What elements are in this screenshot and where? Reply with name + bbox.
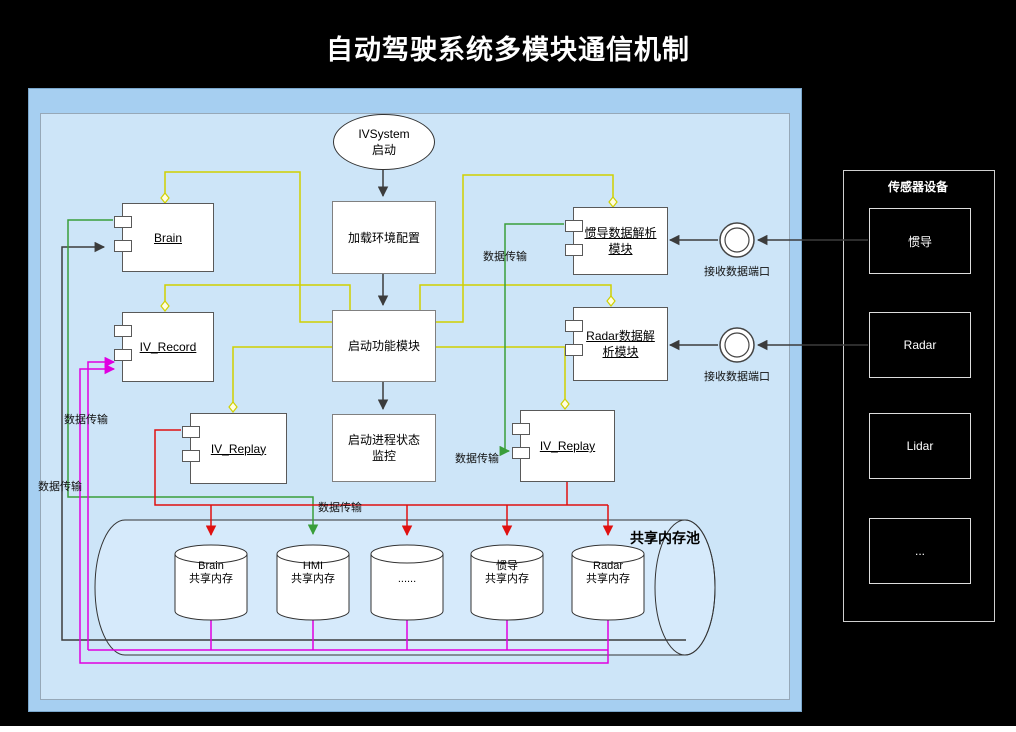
start-node: IVSystem 启动 — [333, 114, 435, 170]
component-tab-icon — [114, 240, 132, 252]
sensor-ins-label: 惯导 — [907, 234, 932, 249]
cylinder-ins-label: 惯导 共享内存 — [485, 560, 529, 585]
component-tab-icon — [114, 325, 132, 337]
sensor-more-label: ... — [914, 544, 925, 558]
edge-label-data-transfer: 数据传输 — [483, 251, 527, 263]
cylinder-dots-label: ...... — [397, 573, 417, 585]
component-tab-icon — [565, 244, 583, 256]
component-brain: Brain — [114, 203, 214, 272]
component-iv-record: IV_Record — [114, 312, 214, 382]
component-tab-icon — [565, 344, 583, 356]
sensor-panel-title: 传感器设备 — [887, 180, 948, 194]
sensor-radar: Radar — [869, 312, 971, 378]
ins-port-label: 接收数据端口 — [704, 266, 770, 278]
component-tab-icon — [512, 447, 530, 459]
edge-label-data-transfer: 数据传输 — [455, 453, 499, 465]
cylinder-hmi-label: HMI 共享内存 — [291, 560, 335, 585]
component-brain-label: Brain — [153, 230, 182, 245]
sensor-panel — [843, 170, 995, 622]
sensor-lidar: Lidar — [869, 413, 971, 479]
component-tab-icon — [114, 349, 132, 361]
radar-port-label: 接收数据端口 — [704, 371, 770, 383]
component-tab-icon — [182, 426, 200, 438]
diagram-title: 自动驾驶系统多模块通信机制 — [326, 35, 690, 65]
page-bottom-strip — [0, 726, 1016, 732]
component-radar-parser-label: Radar数据解 析模块 — [586, 329, 655, 359]
sensor-ins: 惯导 — [869, 208, 971, 274]
component-tab-icon — [114, 216, 132, 228]
sensor-more: ... — [869, 518, 971, 584]
cylinder-radar-label: Radar 共享内存 — [586, 560, 630, 585]
component-ins-parser-label: 惯导数据解析 模块 — [584, 226, 657, 256]
start-modules-label: 启动功能模块 — [347, 339, 420, 353]
component-iv-record-label: IV_Record — [139, 340, 197, 354]
component-tab-icon — [565, 220, 583, 232]
edge-label-data-transfer: 数据传输 — [38, 481, 82, 493]
process-monitor-label: 启动进程状态 监控 — [347, 433, 420, 463]
load-config-label: 加载环境配置 — [347, 230, 420, 245]
component-iv-replay-right-label: IV_Replay — [539, 439, 596, 453]
sensor-lidar-label: Lidar — [906, 439, 934, 453]
component-iv-replay-left-label: IV_Replay — [210, 441, 267, 456]
load-config-node: 加载环境配置 — [332, 201, 436, 274]
component-iv-replay-left: IV_Replay — [182, 413, 287, 484]
start-node-label: IVSystem 启动 — [358, 127, 410, 157]
component-tab-icon — [565, 320, 583, 332]
component-radar-parser: Radar数据解 析模块 — [565, 307, 668, 381]
start-modules-node: 启动功能模块 — [332, 310, 436, 382]
component-ins-parser: 惯导数据解析 模块 — [565, 207, 668, 275]
component-iv-replay-right: IV_Replay — [512, 410, 615, 482]
cylinder-brain-label: Brain 共享内存 — [189, 560, 233, 585]
edge-label-data-transfer: 数据传输 — [64, 414, 108, 426]
edge-label-data-transfer: 数据传输 — [318, 502, 362, 514]
memory-pool-label: 共享内存池 — [630, 530, 700, 546]
component-tab-icon — [512, 423, 530, 435]
process-monitor-node: 启动进程状态 监控 — [332, 414, 436, 482]
sensor-radar-label: Radar — [903, 338, 937, 352]
component-tab-icon — [182, 450, 200, 462]
